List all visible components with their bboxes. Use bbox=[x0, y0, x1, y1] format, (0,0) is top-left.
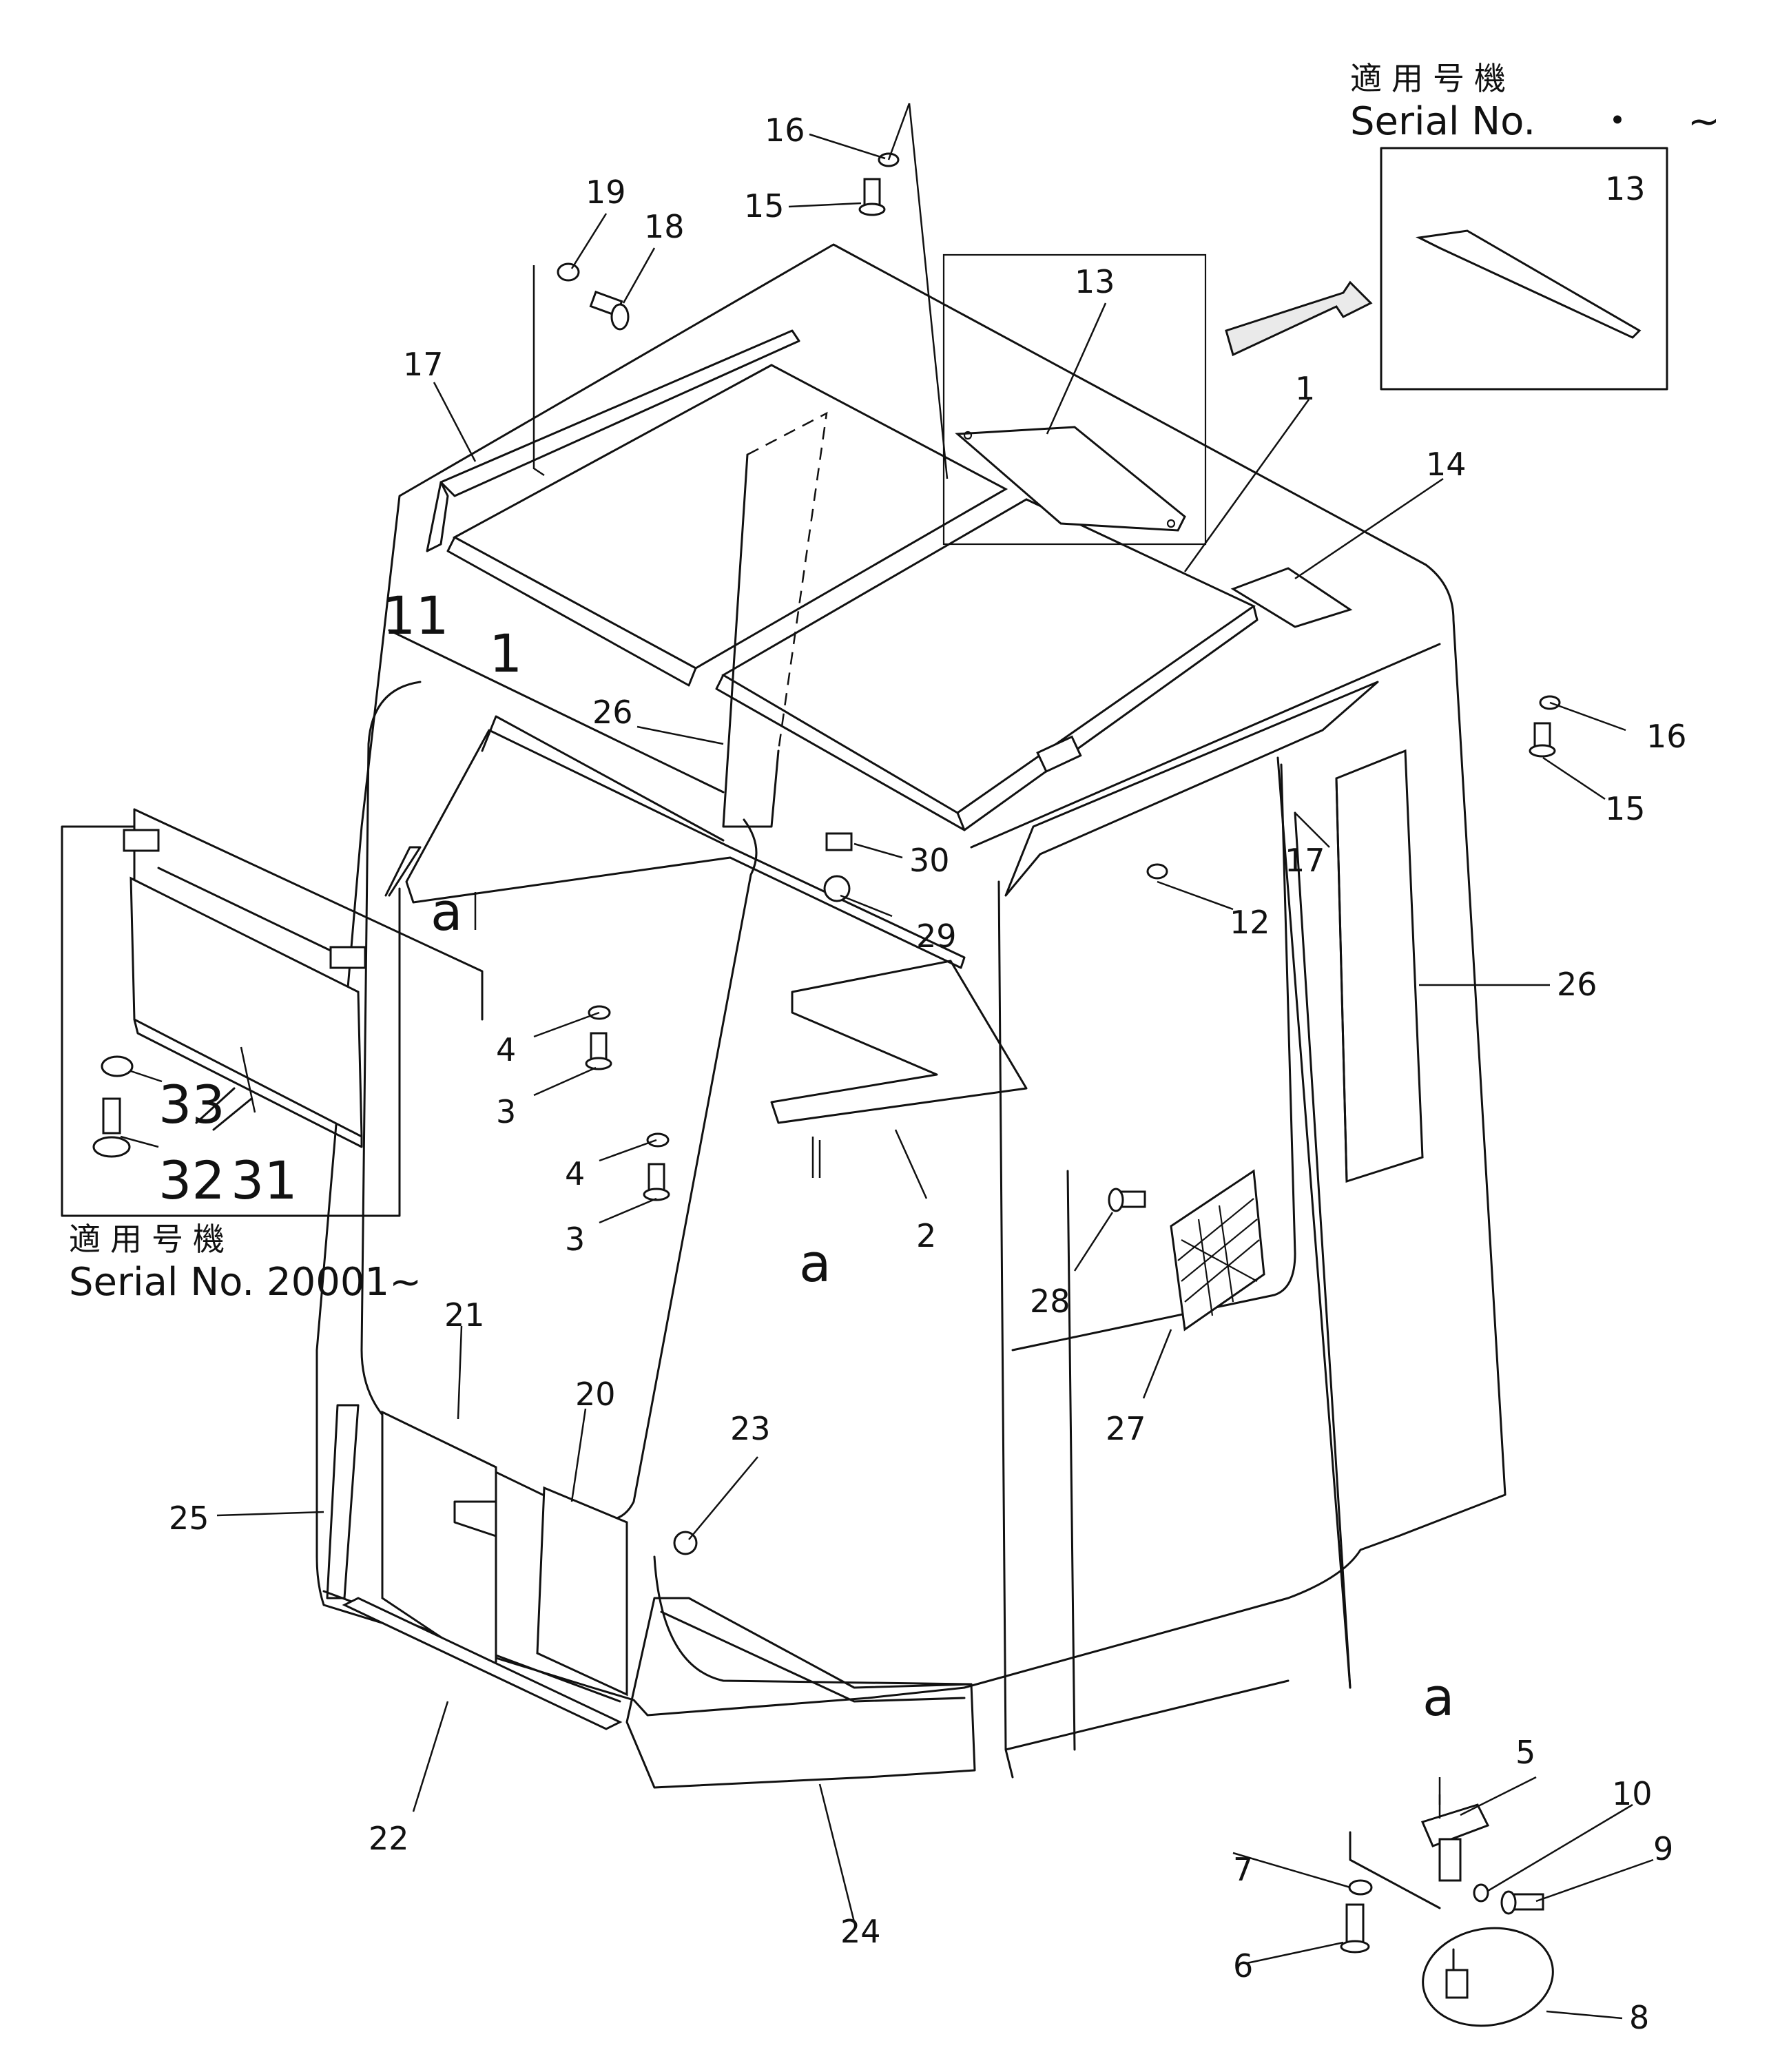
label-30: 30 bbox=[909, 842, 950, 879]
leader-lines bbox=[120, 103, 1654, 2020]
serial-note-top: 適用号機 Serial No. ・ ~ bbox=[1350, 60, 1720, 144]
serial-top-dot: ・ bbox=[1598, 99, 1637, 144]
strip-22 bbox=[342, 1597, 623, 1730]
label-22: 22 bbox=[369, 1820, 409, 1857]
label-1: 1 bbox=[1295, 370, 1315, 407]
label-a-2: a bbox=[799, 1232, 831, 1294]
label-26-left: 26 bbox=[592, 694, 633, 731]
label-26-right: 26 bbox=[1557, 966, 1597, 1003]
serial-top-tilde: ~ bbox=[1688, 99, 1720, 144]
label-5: 5 bbox=[1515, 1734, 1535, 1771]
plate-13 bbox=[942, 253, 1207, 546]
label-2: 2 bbox=[916, 1217, 936, 1254]
label-31: 31 bbox=[231, 1150, 298, 1211]
serial-top-text: Serial No. bbox=[1350, 99, 1535, 144]
label-a-3: a bbox=[1422, 1666, 1455, 1728]
serial-top-jp: 適用号機 bbox=[1350, 60, 1515, 97]
label-23: 23 bbox=[730, 1410, 771, 1447]
bracket-2 bbox=[770, 960, 1028, 1124]
label-13: 13 bbox=[1075, 263, 1115, 300]
label-17-right: 17 bbox=[1285, 842, 1325, 879]
part-labels: 16 15 19 18 17 13 13 1 14 11 1 26 16 15 … bbox=[158, 112, 1687, 2036]
label-8: 8 bbox=[1629, 1999, 1649, 2036]
panel-21 bbox=[381, 1410, 497, 1676]
label-3-a: 3 bbox=[496, 1093, 516, 1130]
label-33: 33 bbox=[158, 1074, 225, 1135]
label-10: 10 bbox=[1612, 1775, 1653, 1812]
label-7: 7 bbox=[1233, 1851, 1253, 1888]
label-20: 20 bbox=[575, 1376, 616, 1413]
label-15: 15 bbox=[744, 187, 785, 225]
front-header-bar bbox=[384, 715, 966, 969]
mesh-27 bbox=[1170, 1169, 1265, 1332]
label-11: 11 bbox=[382, 585, 449, 646]
label-15-right: 15 bbox=[1605, 790, 1646, 827]
label-6: 6 bbox=[1233, 1947, 1253, 1985]
label-16: 16 bbox=[765, 112, 805, 149]
label-1-big: 1 bbox=[489, 623, 522, 684]
panel-20 bbox=[536, 1486, 628, 1697]
roof-rail-right bbox=[1004, 681, 1379, 897]
label-3-b: 3 bbox=[565, 1221, 585, 1258]
label-4-a: 4 bbox=[496, 1031, 516, 1068]
fasteners bbox=[92, 152, 1561, 1555]
label-28: 28 bbox=[1030, 1283, 1070, 1320]
inset-box-left bbox=[61, 808, 484, 1217]
label-16-right: 16 bbox=[1646, 718, 1687, 755]
inset-box-top bbox=[1225, 147, 1668, 391]
roof-rail-left bbox=[426, 329, 800, 552]
serial-left-jp: 適用号機 bbox=[69, 1221, 234, 1258]
serial-note-left: 適用号機 Serial No. 20001~ bbox=[69, 1221, 422, 1305]
serial-left-text: Serial No. 20001~ bbox=[69, 1260, 422, 1305]
label-13-inset: 13 bbox=[1605, 170, 1646, 207]
label-17: 17 bbox=[403, 346, 444, 383]
label-25: 25 bbox=[169, 1500, 209, 1537]
label-a-1: a bbox=[431, 881, 463, 942]
label-9: 9 bbox=[1653, 1830, 1673, 1867]
label-24: 24 bbox=[840, 1913, 881, 1950]
side-strip-26 bbox=[1335, 749, 1424, 1183]
label-14: 14 bbox=[1426, 446, 1467, 483]
label-32: 32 bbox=[158, 1150, 225, 1211]
label-27: 27 bbox=[1106, 1410, 1146, 1447]
label-29: 29 bbox=[916, 918, 957, 955]
roof-glass-panels bbox=[446, 364, 1259, 831]
label-21: 21 bbox=[444, 1296, 485, 1334]
label-18: 18 bbox=[644, 208, 685, 245]
trim-25 bbox=[326, 1404, 360, 1599]
label-12: 12 bbox=[1230, 904, 1270, 941]
label-4-b: 4 bbox=[565, 1155, 585, 1192]
mirror-assembly bbox=[1340, 1803, 1554, 2027]
label-19: 19 bbox=[586, 174, 626, 211]
plate-14 bbox=[1230, 567, 1353, 628]
